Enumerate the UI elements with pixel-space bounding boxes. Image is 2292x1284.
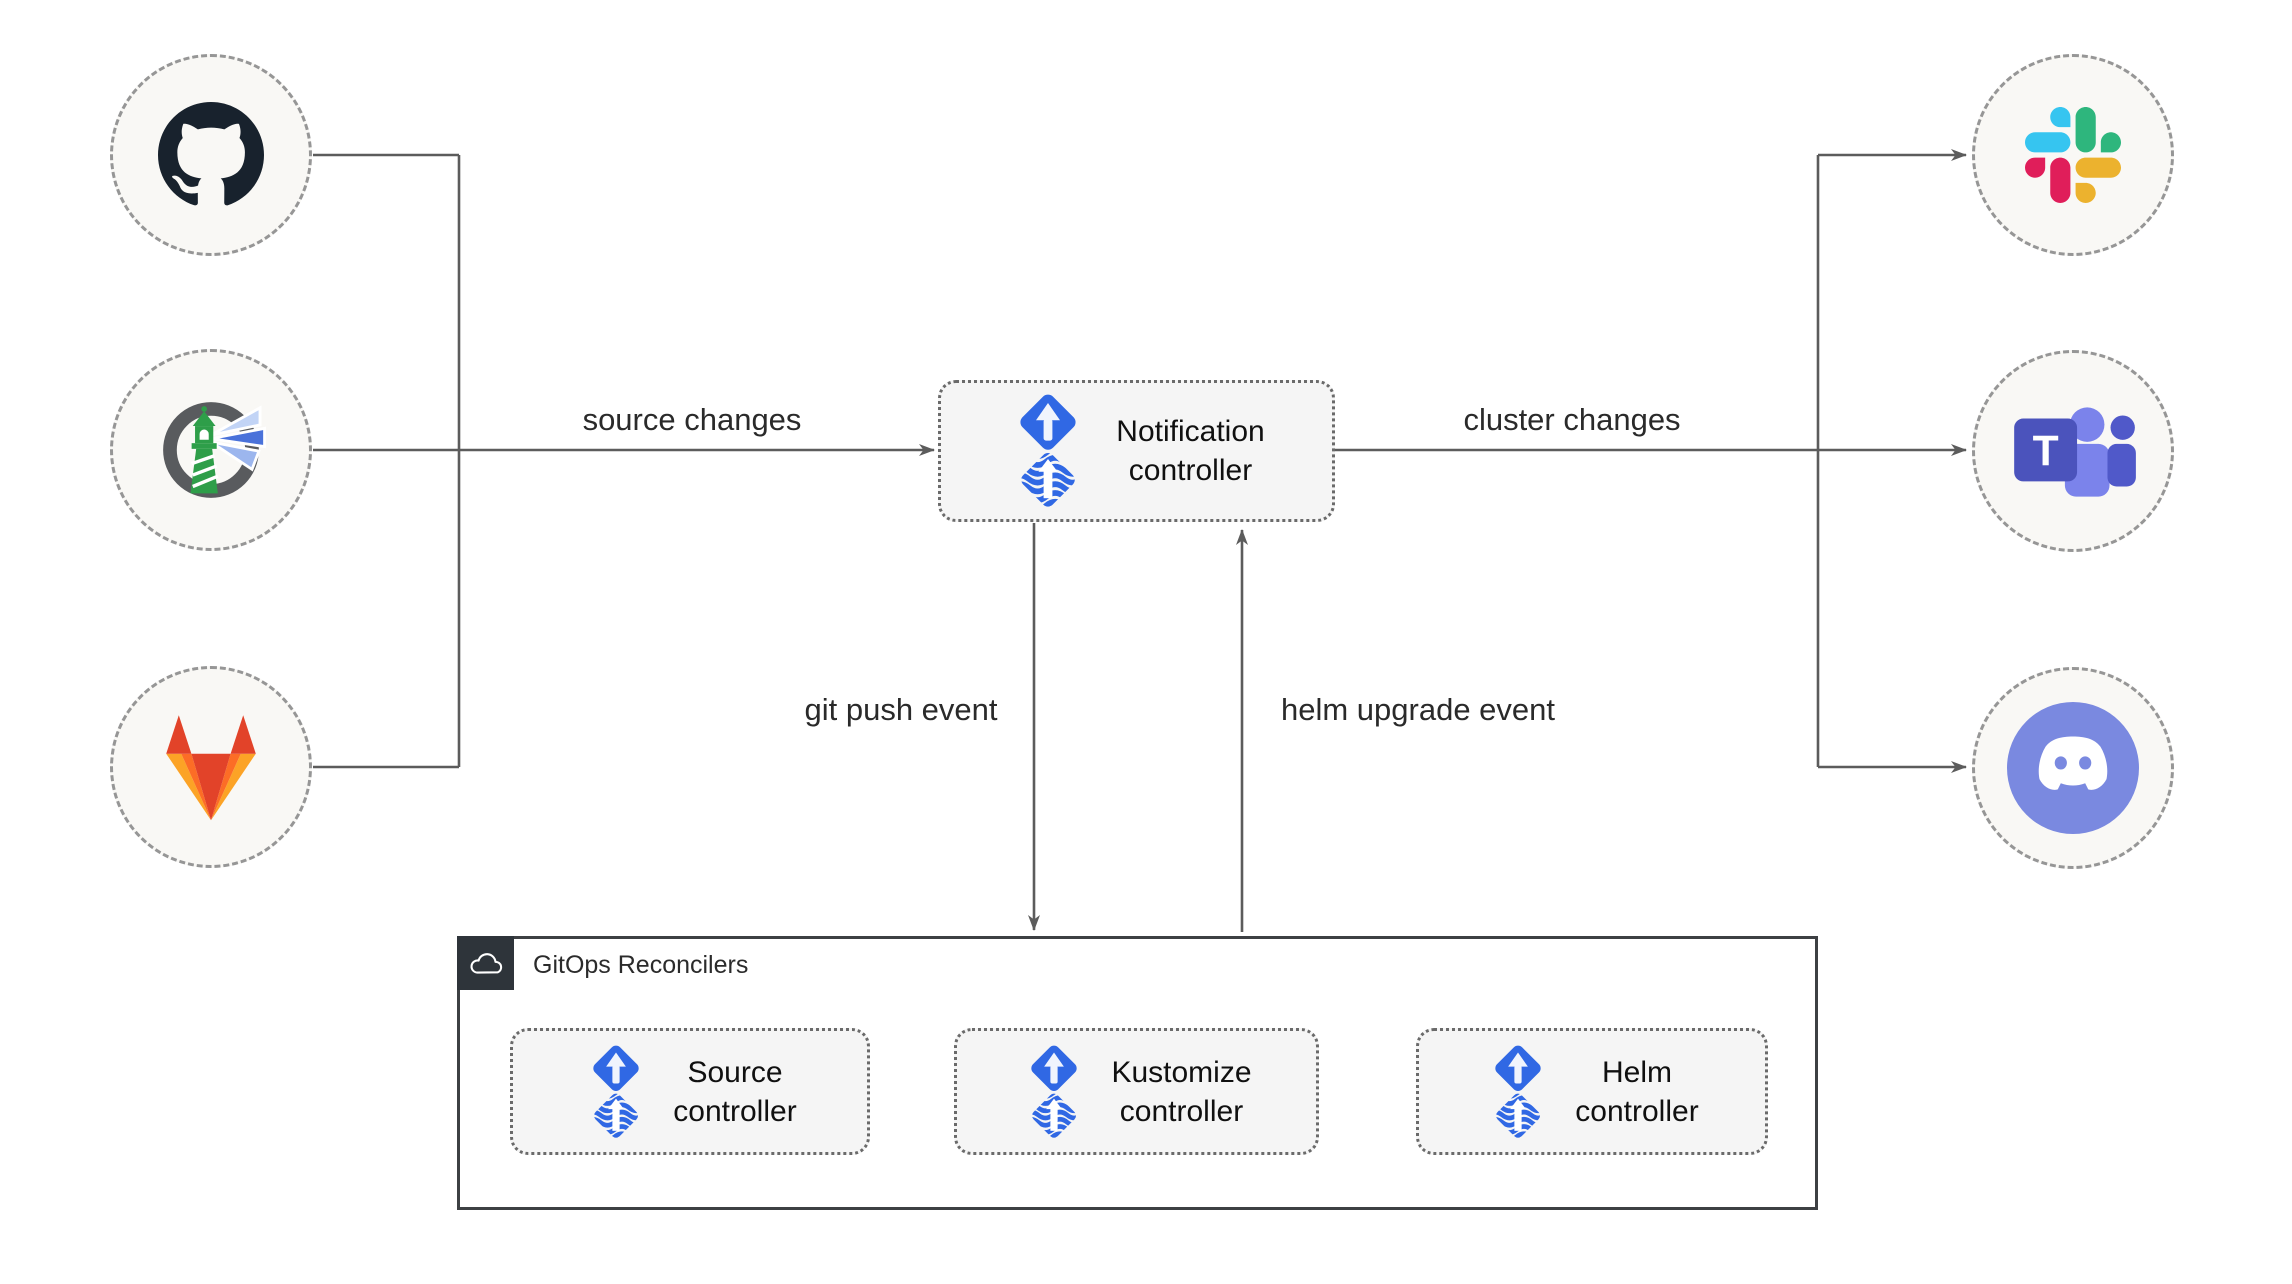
cloud-icon [470,952,502,974]
source-controller-label: Source controller [673,1053,796,1131]
notification-label-line2: controller [1128,454,1253,487]
gitops-reconcilers-group: GitOps Reconcilers Source controller Kus… [457,936,1818,1210]
teams-icon: T [2014,407,2136,497]
edge-label-source-changes: source changes [582,402,802,437]
node-notification-controller: Notification controller [938,380,1335,522]
node-slack [1972,54,2174,256]
flux-icon [583,1042,649,1142]
teams-letter: T [2033,427,2059,475]
node-discord [1972,667,2174,869]
gitlab-icon [166,715,256,821]
flux-icon [1021,1042,1087,1142]
gitops-title: GitOps Reconcilers [533,951,749,979]
kustomize-label-line1: Kustomize [1111,1055,1252,1089]
node-harbor [110,349,312,551]
source-label-line1: Source [687,1055,783,1089]
slack-icon [2025,107,2121,203]
helm-label-line1: Helm [1601,1055,1672,1089]
edge-label-helm-upgrade-event: helm upgrade event [1280,692,1556,727]
node-microsoft-teams: T [1972,350,2174,552]
node-github [110,54,312,256]
node-kustomize-controller: Kustomize controller [954,1028,1319,1155]
node-helm-controller: Helm controller [1416,1028,1768,1155]
edge-label-git-push-event: git push event [804,692,998,727]
github-icon [158,102,264,206]
kustomize-label-line2: controller [1119,1094,1244,1128]
edge-label-cluster-changes: cluster changes [1463,402,1681,437]
node-gitlab [110,666,312,868]
source-label-line2: controller [673,1094,797,1128]
gitops-header-badge [457,936,514,990]
helm-label-line2: controller [1575,1094,1699,1128]
kustomize-controller-label: Kustomize controller [1111,1053,1251,1131]
flux-icon [1008,390,1088,512]
harbor-icon [163,402,267,498]
discord-icon [2007,702,2139,834]
helm-controller-label: Helm controller [1575,1053,1698,1131]
node-source-controller: Source controller [510,1028,870,1155]
notification-controller-label: Notification controller [1116,412,1264,490]
flux-icon [1485,1042,1551,1142]
notification-label-line1: Notification [1116,415,1265,448]
